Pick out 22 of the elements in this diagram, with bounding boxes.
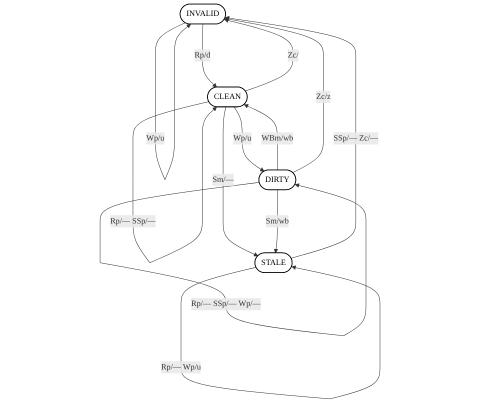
arrow <box>225 16 324 173</box>
arrow <box>223 106 259 256</box>
arrow <box>100 182 367 336</box>
edge-label: WBm/wb <box>262 134 294 142</box>
edge-label: Sm/wb <box>266 216 290 226</box>
edge-label: SSp/— Zc/— <box>334 134 379 142</box>
edge-label: Rp/— Wp/u <box>162 362 202 372</box>
edge-label: Rp/— SSp/— <box>110 216 156 226</box>
edge-label: Wp/u <box>234 134 252 142</box>
edge-label: Zc/z <box>316 92 332 101</box>
edge-label: Zc/ <box>288 50 300 60</box>
arrow <box>234 106 265 172</box>
edge-label: Wp/u <box>146 134 165 142</box>
edge-label: Rp/d <box>194 50 211 60</box>
arrow <box>226 16 357 258</box>
arrow <box>202 24 218 88</box>
arrow <box>156 22 192 180</box>
arrow <box>224 18 294 92</box>
arrow <box>181 265 381 400</box>
edge-label: Rp/— SSp/— Wp/— <box>192 300 262 308</box>
arrow <box>274 190 279 254</box>
edge-label: Sm/— <box>212 175 234 184</box>
